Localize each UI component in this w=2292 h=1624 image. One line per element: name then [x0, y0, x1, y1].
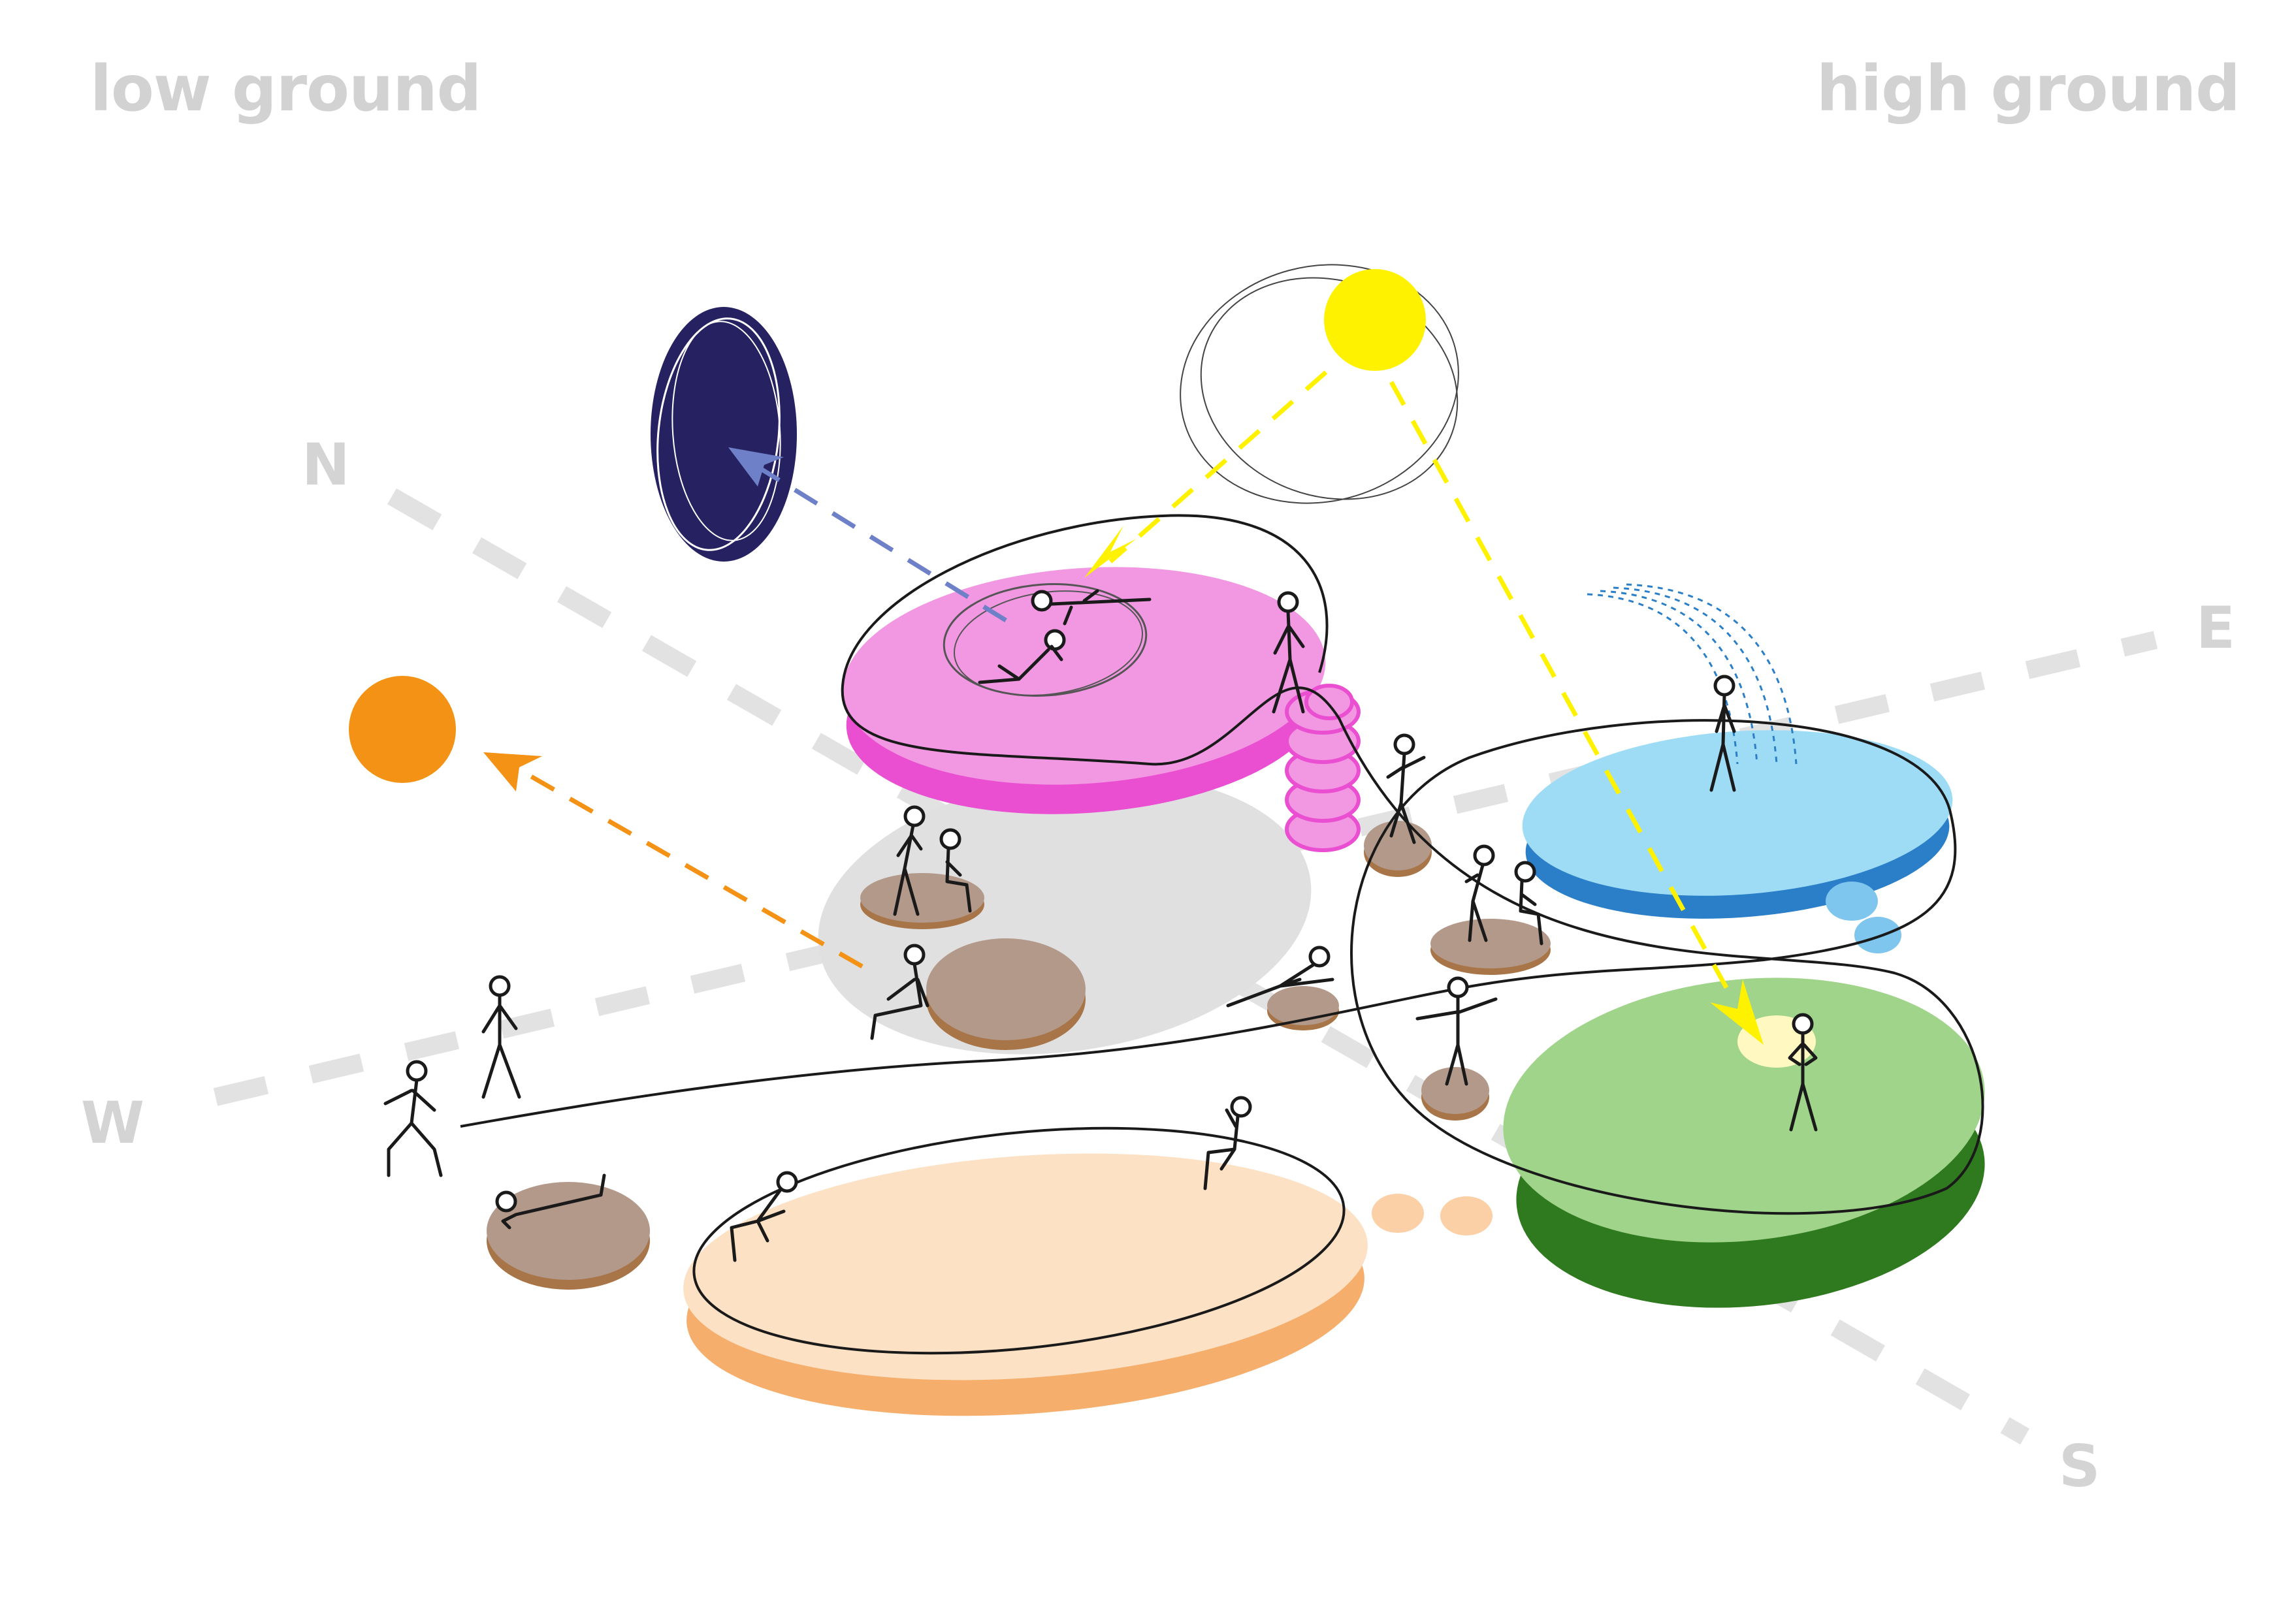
sunset-ray: [508, 761, 864, 969]
person-standing: [1415, 976, 1498, 1086]
pink-column: [1285, 684, 1361, 852]
peach-stepping-stone: [1440, 1196, 1493, 1235]
moon-ray: [756, 465, 1007, 622]
person-sitting: [870, 944, 929, 1040]
person-lying: [495, 1173, 606, 1230]
compass-west: W: [81, 1089, 145, 1156]
peach-platform: [683, 1126, 1368, 1416]
person-lying: [1226, 946, 1334, 1008]
person-sitting: [1514, 861, 1543, 946]
person-standing: [1464, 844, 1495, 942]
person-sitting: [730, 1171, 798, 1262]
pink-platform: [843, 567, 1326, 814]
sunset-ray-arrowhead: [483, 752, 542, 791]
moon-icon: [651, 307, 797, 562]
sun-ray-arrowhead: [1084, 526, 1137, 578]
blue-platform: [1522, 730, 1953, 953]
person-walking: [481, 975, 521, 1099]
peach-stepping-stone: [1372, 1194, 1424, 1233]
person-walking: [1386, 733, 1426, 844]
people: [383, 589, 1818, 1262]
compass-north: N: [302, 431, 350, 498]
person-lying: [1031, 589, 1152, 626]
person-sitting: [1203, 1096, 1252, 1190]
person-sitting: [978, 629, 1066, 684]
person-standing: [1788, 1013, 1818, 1132]
person-standing: [1709, 675, 1736, 792]
sun-icon: [1180, 264, 1459, 504]
sun-ray-arrowhead: [1710, 979, 1764, 1045]
green-platform: [1503, 978, 1985, 1308]
person-walking: [383, 1060, 443, 1177]
moon-ray-arrowhead: [728, 447, 784, 486]
person-standing: [893, 805, 926, 916]
sun-rays: [1108, 370, 1734, 997]
person-sitting: [939, 828, 972, 913]
high-ground-label: high ground: [1816, 52, 2240, 125]
person-standing: [1272, 591, 1305, 714]
brown-stones: [487, 821, 1551, 1290]
compass-east: E: [2196, 594, 2236, 661]
compass-south: S: [2059, 1433, 2101, 1500]
sunset-icon: [349, 676, 456, 783]
low-ground-label: low ground: [90, 52, 481, 125]
